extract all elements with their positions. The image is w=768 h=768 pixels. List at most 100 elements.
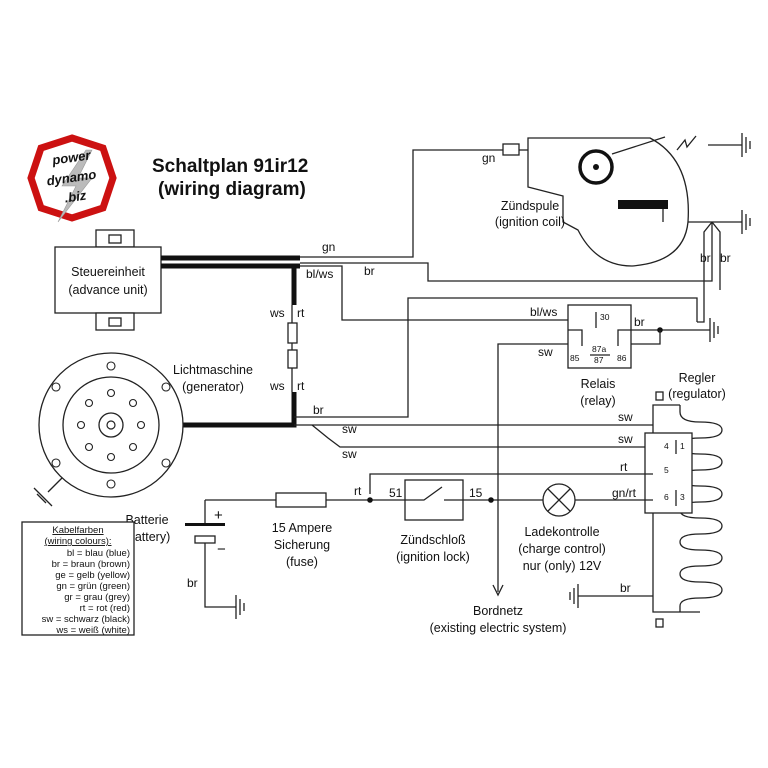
battery-subtitle: (battery) (124, 530, 171, 544)
generator-mount-hole (161, 458, 171, 468)
legend-entry: br = braun (brown) (52, 559, 130, 570)
arrow-bordnetz-icon (492, 584, 504, 597)
wire-reg-rt (369, 473, 653, 494)
ignition-coil-core (618, 200, 668, 209)
ground-icon-generator (33, 487, 53, 507)
legend-entry: gr = grau (grey) (64, 592, 130, 603)
battery-plus-sign: + (214, 507, 223, 524)
logo: power dynamo .biz (27, 134, 117, 223)
generator-name: Lichtmaschine (173, 363, 253, 377)
generator-bolt-hole (106, 388, 116, 398)
legend-entry: bl = blau (blue) (67, 548, 130, 559)
diagram-title: Schaltplan 91ir12 (152, 156, 308, 177)
relay: 30 85 87a 87 86 Relais (relay) (567, 304, 632, 408)
ground-icon-coil-spark (741, 133, 751, 157)
advance-unit-body (54, 246, 162, 314)
coil-plug (502, 143, 520, 156)
generator-hub-center (106, 420, 116, 430)
generator-ground-lead (47, 477, 63, 493)
wire-label-reg-br: br (620, 581, 631, 595)
legend-entry: ge = gelb (yellow) (55, 570, 130, 581)
generator-subtitle: (generator) (182, 380, 244, 394)
regulator-pin-5: 5 (664, 465, 669, 475)
wire-label-bat-br: br (187, 576, 198, 590)
regulator-pin-3: 3 (680, 492, 685, 502)
wire-label-gen-br: br (313, 403, 324, 417)
wire-blws-to-relay (300, 265, 568, 321)
ignition-lock-switch-icon (405, 486, 463, 501)
legend-subtitle: (wiring colours): (44, 536, 111, 547)
ground-icon-battery (235, 595, 245, 619)
charge-control-lamp: Ladekontrolle (charge control) nur (only… (518, 483, 606, 573)
generator-bolt-hole (76, 420, 86, 430)
wire-label-reg-rt: rt (620, 460, 628, 474)
generator-mount-hole (51, 382, 61, 392)
charge-control-name: Ladekontrolle (524, 525, 599, 539)
generator-bolt-hole (106, 452, 116, 462)
wire-label-unit-blws: bl/ws (306, 267, 333, 281)
relay-pin-86: 86 (617, 353, 627, 363)
relay-subtitle: (relay) (580, 394, 615, 408)
battery-negative-plate (194, 535, 216, 544)
generator-bolt-holes (51, 361, 171, 489)
legend-entry: ws = weiß (white) (55, 625, 130, 636)
charge-control-line3: nur (only) 12V (523, 559, 602, 573)
wire-label-relay-sw: sw (538, 345, 553, 359)
battery-name: Batterie (125, 513, 168, 527)
battery-minus-lead (204, 543, 236, 608)
relay-pin-87: 87 (594, 355, 604, 365)
regulator-pin-4: 4 (664, 441, 669, 451)
advance-unit-mount-bottom-slot (108, 317, 122, 327)
ground-icon-relay (709, 318, 719, 342)
battery: + − Batterie (battery) br (124, 500, 236, 608)
wire-coil-br-left (697, 221, 713, 323)
generator-bolt-hole (84, 442, 94, 452)
wire-label-reg-gnrt: gn/rt (612, 486, 637, 500)
logo-text-biz: .biz (64, 188, 88, 206)
plug-connector (287, 305, 298, 392)
junction-dot-lock (488, 497, 494, 503)
junction-dot-fuse (367, 497, 373, 503)
relay-body (567, 304, 632, 369)
wire-label-unit-br: br (364, 264, 375, 278)
advance-unit-name: Steuereinheit (71, 265, 145, 279)
regulator-subtitle: (regulator) (668, 387, 726, 401)
logo-text-dynamo: dynamo (46, 167, 98, 189)
ignition-coil-body (527, 137, 689, 267)
regulator-pin-6: 6 (664, 492, 669, 502)
battery-minus-sign: − (217, 541, 226, 558)
legend-entry: sw = schwarz (black) (42, 614, 130, 625)
relay-pin-30: 30 (600, 312, 610, 322)
ignition-coil-terminal-center (593, 164, 599, 170)
wire-label-gen-sw2: sw (342, 447, 357, 461)
ignition-lock-pin-15: 15 (469, 486, 483, 500)
wire-label-gen-sw1: sw (342, 422, 357, 436)
wire-label-reg-sw2: sw (618, 432, 633, 446)
plug-connector-lower (287, 349, 298, 369)
generator-mount-hole (106, 361, 116, 371)
wire-relay-sw (497, 343, 568, 592)
wire-br-unit-to-coil (300, 222, 713, 282)
regulator: 4 1 5 6 3 Regler (regulator) (644, 371, 726, 628)
wire-label-coil-gn: gn (482, 151, 495, 165)
regulator-mount-tab-top (655, 391, 664, 401)
fuse-body (275, 492, 327, 508)
lamp-cross-icon (547, 488, 571, 512)
wire-label-conn-rt-top: rt (297, 306, 305, 320)
wire-label-relay-blws: bl/ws (530, 305, 557, 319)
relay-pin-85: 85 (570, 353, 580, 363)
advance-unit-subtitle: (advance unit) (68, 283, 147, 297)
wire-gn-to-coil (300, 149, 503, 258)
wire-hv-lead (611, 136, 666, 155)
fuse-name: 15 Ampere (272, 521, 333, 535)
ignition-lock: 51 15 Zündschloß (ignition lock) (389, 479, 483, 564)
wire-label-fuse-rt: rt (354, 484, 362, 498)
wire-label-coil-br1: br (700, 251, 711, 265)
wire-label-conn-ws-top: ws (269, 306, 285, 320)
legend-title: Kabelfarben (52, 525, 103, 536)
vehicle-system-name: Bordnetz (473, 604, 523, 618)
generator-mount-hole (51, 458, 61, 468)
ignition-coil: Zündspule (ignition coil) (495, 137, 689, 267)
wire-label-coil-br2: br (720, 251, 731, 265)
regulator-name: Regler (679, 371, 716, 385)
